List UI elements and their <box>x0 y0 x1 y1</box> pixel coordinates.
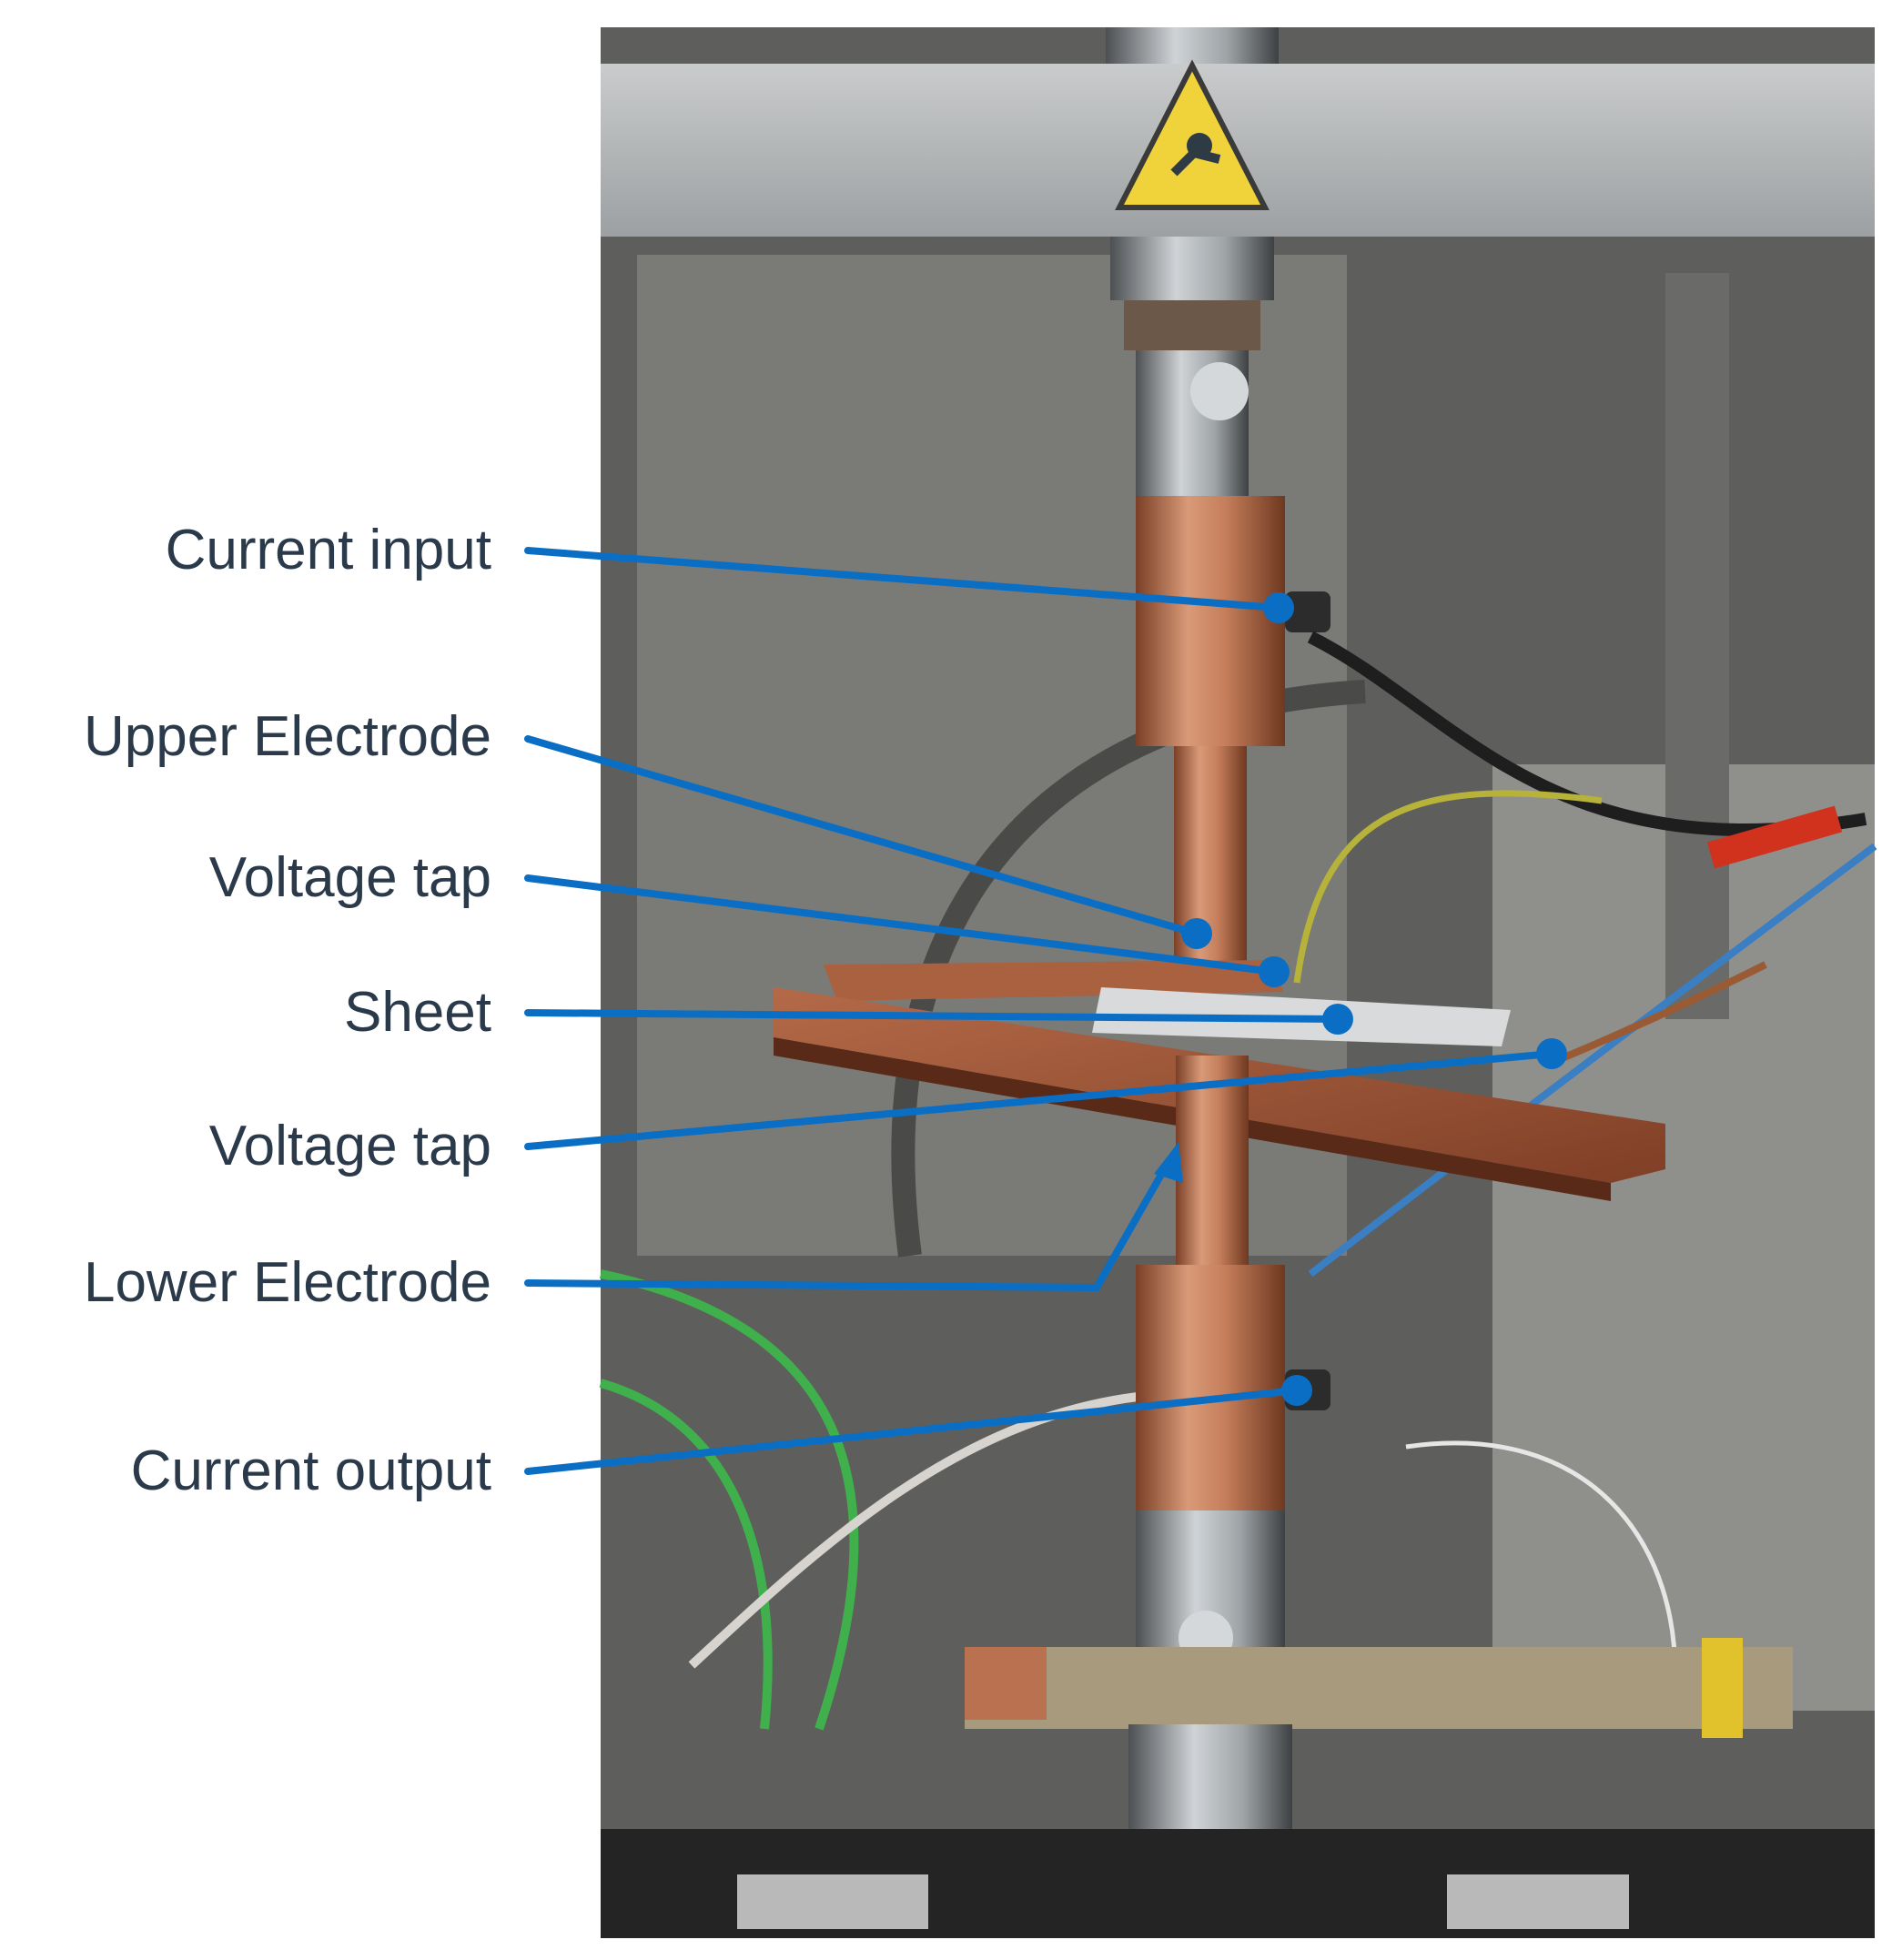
endpoint-voltage-tap-upper <box>1259 956 1290 987</box>
labels: Current input Upper Electrode Voltage ta… <box>84 519 491 1502</box>
upper-clamp-plate <box>824 960 1283 1001</box>
label-upper-electrode: Upper Electrode <box>84 705 491 768</box>
upper-collar <box>1110 237 1274 300</box>
leader-lower-electrode <box>524 1157 1173 1292</box>
rod-copper-end <box>965 1647 1047 1720</box>
endpoint-sheet <box>1322 1004 1353 1035</box>
upper-electrode <box>1174 746 1247 992</box>
top-shaft <box>1106 27 1279 64</box>
label-current-input: Current input <box>166 519 491 581</box>
green-wires <box>599 1269 859 1731</box>
label-lower-electrode: Lower Electrode <box>84 1251 491 1314</box>
leader-voltage-tap-upper <box>524 874 1278 975</box>
yellow-green-wire <box>1293 790 1603 984</box>
red-sleeve <box>1706 805 1843 869</box>
upper-copper-block <box>1136 496 1285 746</box>
photo <box>599 27 1877 1938</box>
leader-endpoints <box>1154 592 1567 1406</box>
yellow-clip <box>1702 1638 1743 1738</box>
upper-ring <box>1124 300 1260 350</box>
endpoint-current-input <box>1263 592 1294 623</box>
leader-lines <box>524 547 1555 1475</box>
label-sheet: Sheet <box>344 981 491 1044</box>
lower-electrode <box>1176 1056 1249 1265</box>
leader-current-output <box>524 1387 1300 1475</box>
brown-wire <box>1545 961 1767 1068</box>
background-pipe <box>1665 273 1729 1019</box>
base-bracket-right <box>1447 1874 1629 1929</box>
endpoint-voltage-tap-lower <box>1536 1038 1567 1069</box>
warning-triangle-sign <box>1115 59 1270 210</box>
black-cable <box>1307 631 1867 837</box>
lower-copper-block <box>1136 1265 1285 1510</box>
leader-current-input <box>524 547 1282 611</box>
thin-white-wire <box>1405 1440 1678 1693</box>
label-current-output: Current output <box>131 1440 491 1502</box>
upper-screw <box>1285 591 1330 632</box>
leader-voltage-tap-lower <box>524 1050 1555 1150</box>
horizontal-rod <box>965 1647 1793 1729</box>
arrowhead-lower-electrode <box>1154 1142 1183 1183</box>
leader-upper-electrode <box>524 735 1200 937</box>
leader-sheet <box>524 1009 1341 1023</box>
upper-clamp-bolt <box>1190 362 1249 420</box>
label-voltage-tap-upper: Voltage tap <box>209 846 491 909</box>
label-voltage-tap-lower: Voltage tap <box>209 1115 491 1177</box>
endpoint-upper-electrode <box>1181 918 1212 949</box>
base-bracket-left <box>737 1874 928 1929</box>
endpoint-current-output <box>1281 1375 1312 1406</box>
